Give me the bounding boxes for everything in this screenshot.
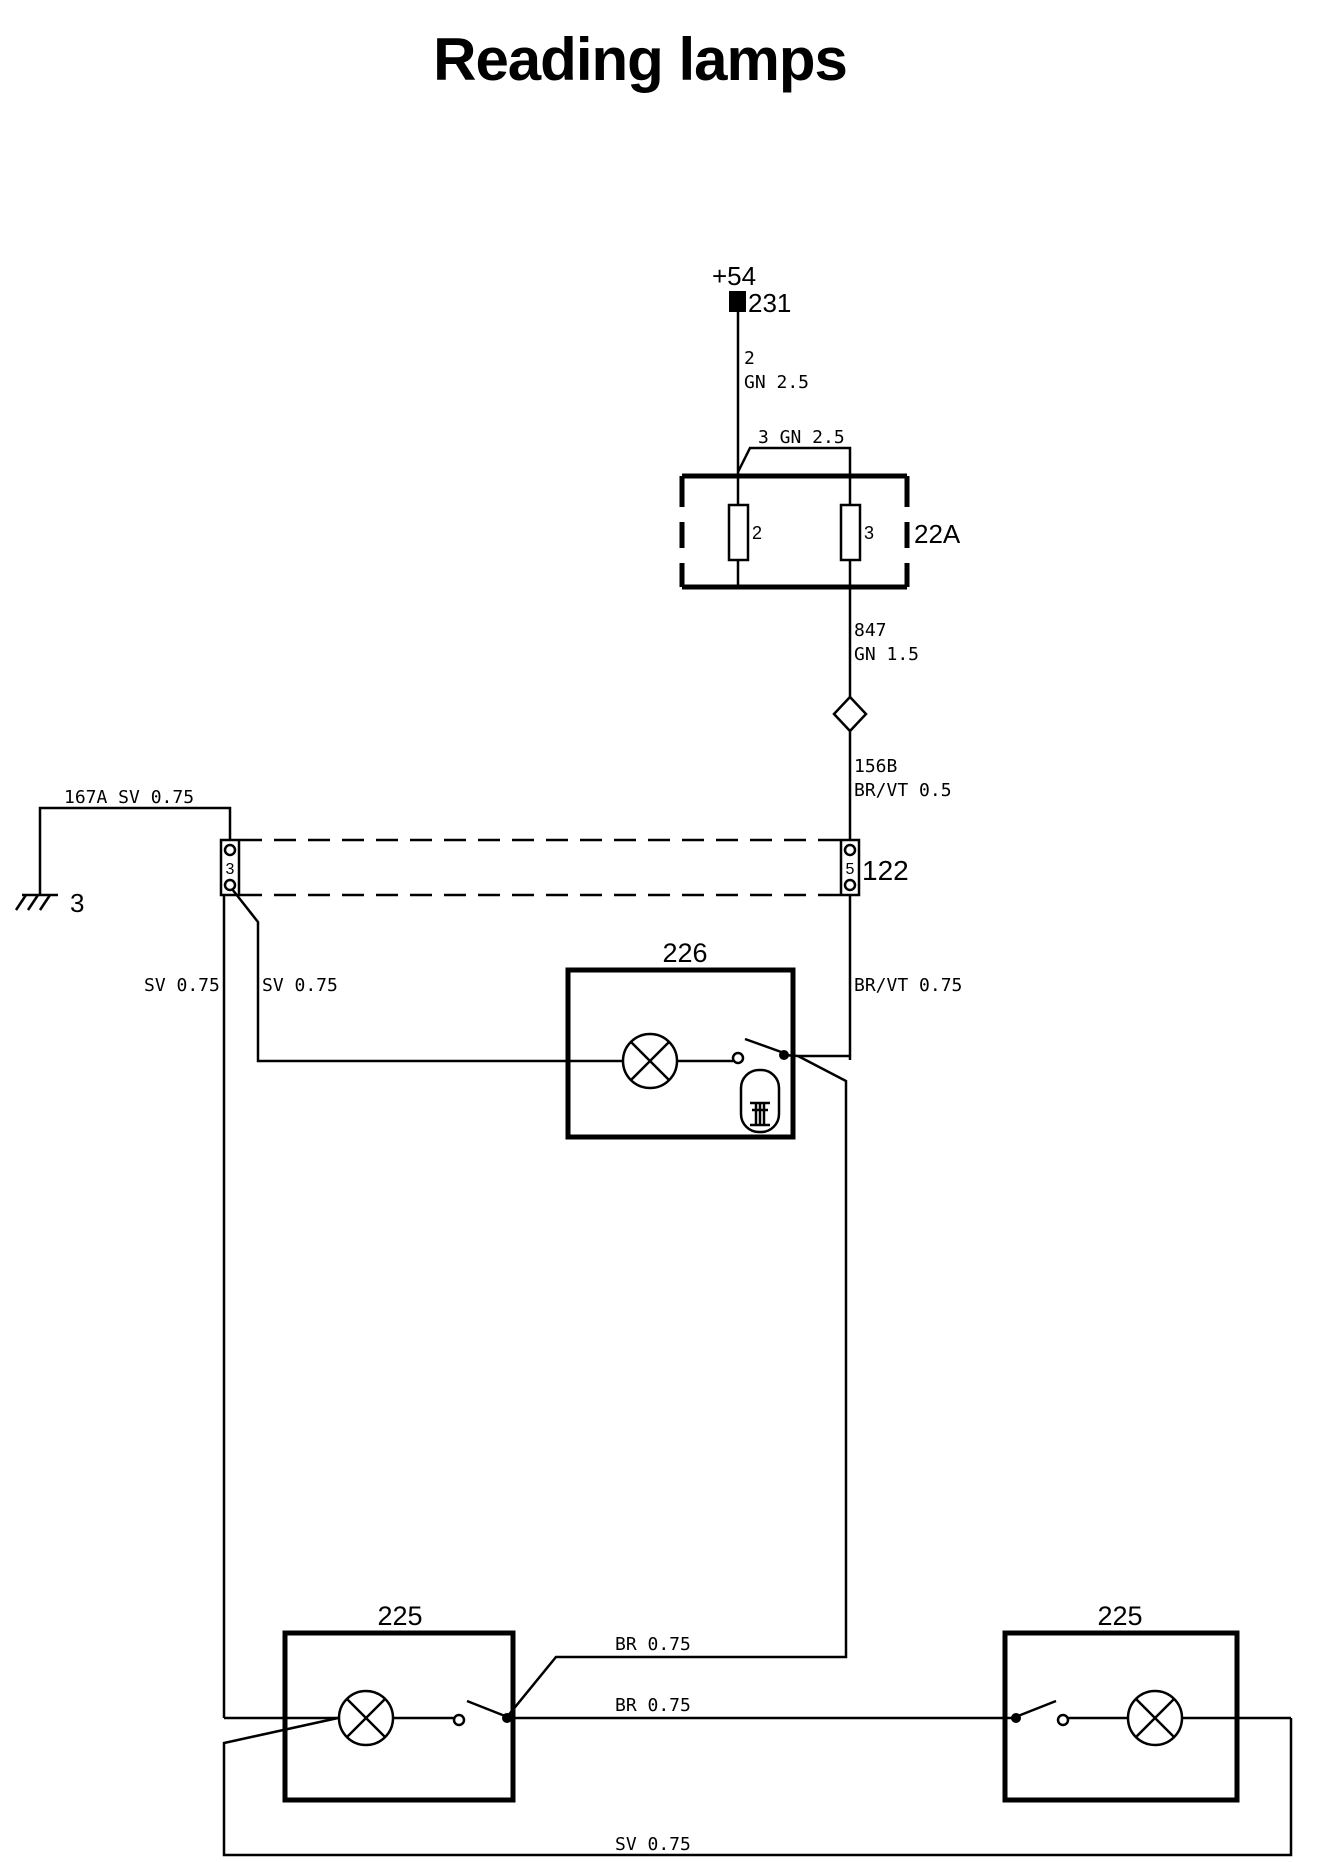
wire-sv-mid-label: SV 0.75 [262,975,338,996]
lamp-225-right-switch-contact [1056,1713,1070,1727]
lamp-226-wire-out [783,1053,850,1058]
connector-label: 122 [862,855,909,886]
ground-symbol [14,893,58,911]
supply-node-label: 231 [748,288,791,318]
wire-sv-mid [231,888,570,1063]
wire-167a-label: 167A SV 0.75 [64,787,194,808]
fuse-2-pin: 2 [752,523,762,543]
page-title: Reading lamps [433,26,847,93]
lamp-226-bulb [621,1032,679,1090]
wire-847-number: 847 [854,620,887,641]
lamp-226-switch-blade [744,1037,785,1055]
fuse-box-22a [679,473,910,590]
lamp-226-housing [565,967,796,1140]
wire-sv-bottom [222,1716,1293,1857]
connector-pin-3 [219,838,241,897]
wire-brvt-label: BR/VT 0.75 [854,975,962,996]
lamp-225-left-bulb [337,1689,395,1747]
lamp-225-right-switch-blade [1017,1699,1057,1718]
connector-pin-3-label: 3 [226,861,235,878]
fuse-box-label: 22A [914,519,961,549]
wire-2-spec: GN 2.5 [744,372,809,393]
wire-sv-left-label: SV 0.75 [144,975,220,996]
wire-156b-number: 156B [854,756,897,777]
lamp-225-left-switch-blade [466,1699,506,1718]
wire-167a [38,806,232,895]
lamp-225-right-housing [1002,1630,1240,1803]
wire-847-spec: GN 1.5 [854,644,919,665]
lamp-225-right-bulb [1126,1689,1184,1747]
connector-pin-5-label: 5 [846,861,855,878]
lamp-225-left-label: 225 [377,1601,422,1631]
lamp-225-left-housing [282,1630,516,1803]
wire-br-lower-label: BR 0.75 [615,1695,691,1716]
lamp-225-left-switch-contact [452,1713,466,1727]
door-switch-icon [739,1068,781,1134]
ground-label: 3 [70,888,84,918]
supply-node-marker [729,291,746,312]
wire-sv-bottom-label: SV 0.75 [615,1834,691,1855]
wire-br-upper [506,1054,848,1718]
wire-3-label: 3 GN 2.5 [758,427,845,448]
fuse-2 [727,503,750,562]
lamp-225-right-label: 225 [1097,1601,1142,1631]
wire-156b-spec: BR/VT 0.5 [854,780,952,801]
fuse-3-pin: 3 [864,523,874,543]
wire-br-upper-label: BR 0.75 [615,1634,691,1655]
wire-2-number: 2 [744,348,755,369]
supply-terminal-label: +54 [712,261,756,291]
lamp-226-label: 226 [662,938,707,968]
fuse-3 [839,503,862,562]
lamp-226-switch-contact [731,1051,745,1065]
splice-point [832,695,868,733]
